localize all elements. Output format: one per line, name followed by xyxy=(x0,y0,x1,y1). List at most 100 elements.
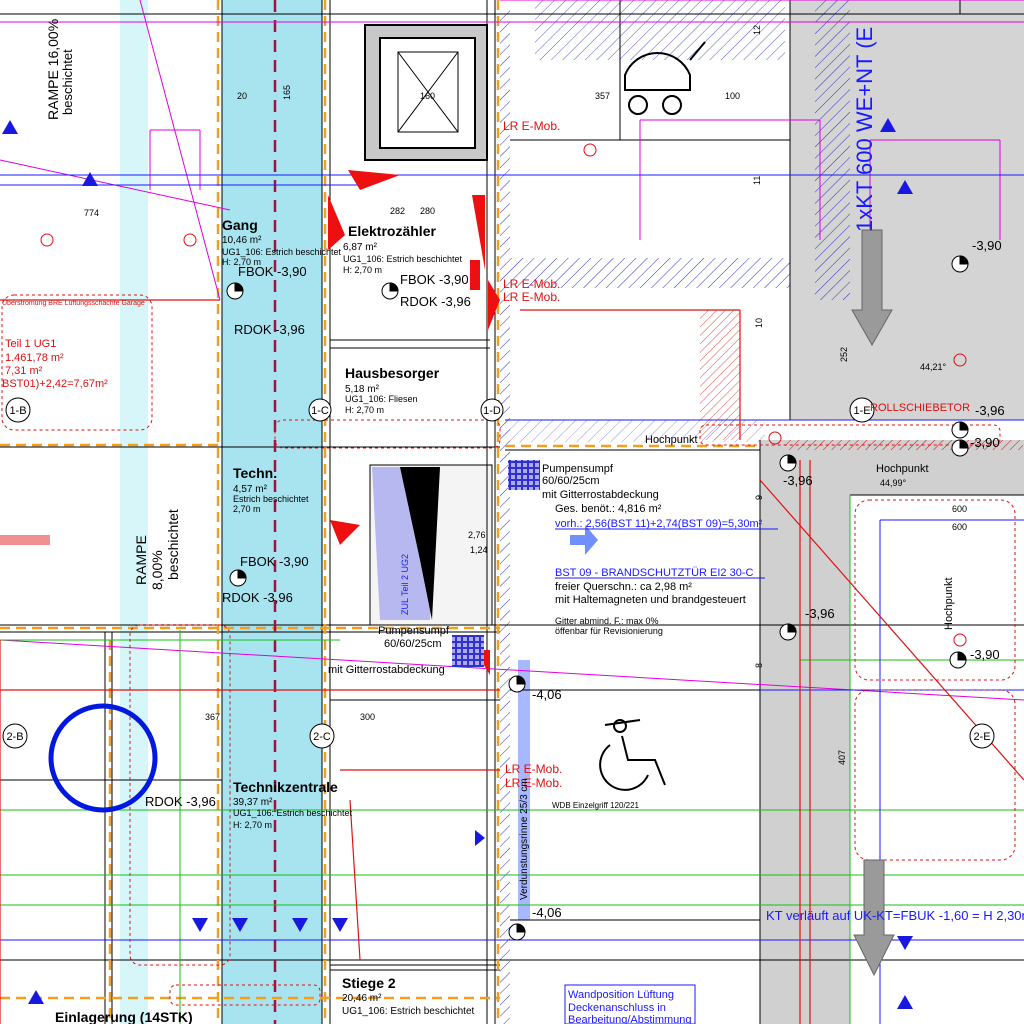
axis-label: 1-D xyxy=(483,405,501,417)
room-fbok: FBOK -3,90 xyxy=(238,264,307,279)
elevation-label: -4,06 xyxy=(532,687,562,702)
stroller-icon xyxy=(624,41,706,115)
dimension: 774 xyxy=(84,208,99,218)
dimension: 165 xyxy=(282,85,292,100)
room-area: 10,46 m² xyxy=(222,235,262,246)
axis-marker-1d xyxy=(480,398,504,422)
room-name: Hausbesorger xyxy=(345,365,440,381)
note-line: Pumpensumpf xyxy=(378,625,450,637)
axis-label: 1-E xyxy=(853,405,870,417)
hatched-wall xyxy=(815,0,850,300)
fire-door-note: BST 09 - BRANDSCHUTZTÜR EI2 30-C freier … xyxy=(555,567,754,636)
room-area: 6,87 m² xyxy=(343,242,378,253)
axis-labels: 1-B 1-C 1-D 1-E 2-B 2-C 2-E xyxy=(6,405,990,743)
dimension: 252 xyxy=(839,347,849,362)
duct-fill xyxy=(120,0,148,1024)
axis-label: 2-C xyxy=(313,731,331,743)
axis-marker-2e xyxy=(969,723,995,749)
kt-vertical-label: 1xKT 600 WE+NT (E xyxy=(852,27,877,232)
room-area: 20,46 m² xyxy=(342,993,382,1004)
room-floor: UG1_106: Estrich beschichtet xyxy=(233,808,353,818)
room-floor: Estrich beschichtet xyxy=(233,494,309,504)
ramp-mid-line1: RAMPE xyxy=(133,535,149,585)
note-line: Gitter abmind. F.: max 0% xyxy=(555,616,659,626)
dimension: 280 xyxy=(420,206,435,216)
gutter-label: Verdunstungsrinne 25/3 cm xyxy=(519,778,530,900)
dimension: 20 xyxy=(237,91,247,101)
axis-marker-1e xyxy=(849,397,875,423)
note-line: Deckenanschluss in xyxy=(568,1002,666,1014)
wheelchair-icon xyxy=(599,719,666,791)
note-line: BST01)+2,42=7,67m² xyxy=(2,378,108,390)
room-fbok: FBOK -3,90 xyxy=(240,554,309,569)
room-floor: UG1_106: Fliesen xyxy=(345,394,418,404)
shaft-fill-dark xyxy=(400,467,440,620)
high-point-label: Hochpunkt xyxy=(645,434,698,446)
note-line: 1.461,78 m² xyxy=(5,352,64,364)
revision-clouds xyxy=(1,294,1016,1006)
emob-label: LR E-Mob. xyxy=(503,290,560,304)
room-name: Techn. xyxy=(233,465,277,481)
emob-label: LR E-Mob. xyxy=(503,119,560,133)
axis-markers xyxy=(2,397,995,749)
emob-label: LR E-Mob. xyxy=(503,277,560,291)
note-line: mit Gitterrostabdeckung xyxy=(328,664,445,676)
room-height: H: 2,70 m xyxy=(345,405,384,415)
axis-marker-1c xyxy=(308,398,332,422)
angle-label: 44,99° xyxy=(880,478,907,488)
elevation-label: -3,90 xyxy=(972,238,1002,253)
light-symbols xyxy=(40,143,967,647)
room-labels: Gang 10,46 m² UG1_106: Estrich beschicht… xyxy=(55,217,475,1024)
kt-bottom-label: KT verläuft auf UK-KT=FBUK -1,60 = H 2,3… xyxy=(766,908,1024,923)
elevator-door xyxy=(397,51,459,133)
dimension: 8 xyxy=(754,663,764,668)
elevation-label: -3,96 xyxy=(975,403,1005,418)
elevation-markers xyxy=(226,255,969,941)
room-name: Technikzentrale xyxy=(233,779,338,795)
axis-label: 1-B xyxy=(9,405,26,417)
dimension: 600 xyxy=(952,504,967,514)
highlight-circle xyxy=(48,703,158,813)
angle-label: 44,21° xyxy=(920,362,947,372)
room-fbok: FBOK -3,90 xyxy=(400,272,469,287)
room-height: H: 2,70 m xyxy=(233,820,272,830)
zone-note: Teil 1 UG1 1.461,78 m² 7,31 m² BST01)+2,… xyxy=(2,338,108,390)
corridor-fill xyxy=(222,0,322,1024)
note-line: Wandposition Lüftung xyxy=(568,989,674,1001)
pink-arrow xyxy=(0,535,50,545)
pump-sump-note-2: Pumpensumpf 60/60/25cm mit Gitterrostabd… xyxy=(328,625,450,676)
rolling-gate-label: ROLLSCHIEBETOR xyxy=(870,402,970,414)
note-line: 60/60/25cm xyxy=(542,475,599,487)
room-rdok: RDOK -3,96 xyxy=(145,794,216,809)
dimension: 1,24 xyxy=(470,545,488,555)
note-box xyxy=(564,984,696,1024)
elevation-labels: -3,90 -3,90 -3,96 -3,96 -3,90 -4,06 -4,0… xyxy=(532,238,1005,920)
supply-air-label: ZUL Teil 2 UG2 xyxy=(400,554,410,615)
blue-arrow xyxy=(570,525,598,555)
room-rdok: RDOK -3,96 xyxy=(222,590,293,605)
red-markers xyxy=(328,170,500,675)
dimension: 367 xyxy=(205,712,220,722)
room-name: Einlagerung (14STK) xyxy=(55,1009,193,1024)
wall-note: Wandposition Lüftung Deckenanschluss in … xyxy=(568,989,692,1024)
room-height: H: 2,70 m xyxy=(222,257,261,267)
emob-labels: LR E-Mob. LR E-Mob. LR E-Mob. LR E-Mob. … xyxy=(503,119,562,790)
axis-marker-2b xyxy=(2,723,28,749)
axis-label: 1-C xyxy=(311,405,329,417)
note-line: freier Querschn.: ca 2,98 m² xyxy=(555,581,692,593)
note-line: 60/60/25cm xyxy=(384,638,441,650)
emob-label: LR E-Mob. xyxy=(505,776,562,790)
pump-sump-grid xyxy=(452,635,484,667)
room-name: Gang xyxy=(222,217,258,233)
note-line: Bearbeitung/Abstimmung xyxy=(568,1014,692,1024)
dimension-labels: 774 357 100 12 11 10 9 8 252 407 600 600… xyxy=(84,25,967,765)
dimension: 11 xyxy=(752,176,762,185)
hatched-wall xyxy=(535,0,785,60)
dimension: 12 xyxy=(752,25,762,35)
room-rdok: RDOK -3,96 xyxy=(400,294,471,309)
axis-marker-2c xyxy=(309,723,335,749)
elevator-cross xyxy=(397,51,459,133)
ramp-labels: RAMPE 16,00% beschichtet RAMPE 8,00% bes… xyxy=(45,19,181,590)
channel-fill xyxy=(518,660,530,920)
